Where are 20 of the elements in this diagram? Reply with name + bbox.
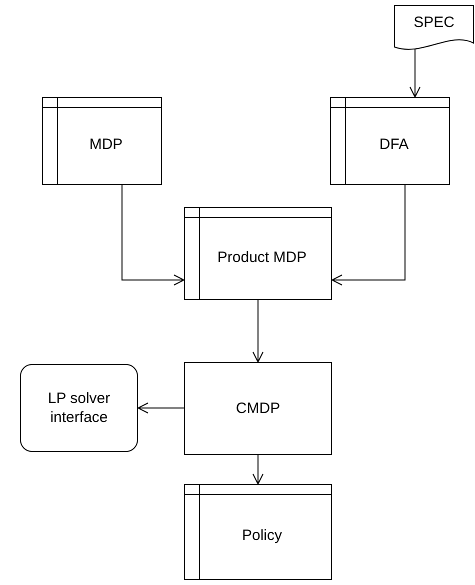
arrow bbox=[332, 184, 406, 286]
node-label: DFA bbox=[378, 135, 410, 155]
arrow bbox=[252, 454, 264, 484]
node-label: SPEC bbox=[412, 13, 456, 33]
node-label: CMDP bbox=[234, 398, 282, 418]
storage-box bbox=[330, 97, 450, 185]
rounded-box bbox=[20, 364, 138, 452]
storage-box bbox=[184, 207, 332, 300]
process-box bbox=[184, 362, 332, 455]
node-label: LP solver interface bbox=[46, 388, 112, 428]
arrow bbox=[410, 48, 420, 98]
arrow bbox=[138, 402, 184, 414]
node-label: Product MDP bbox=[216, 248, 308, 268]
node-label: MDP bbox=[88, 135, 124, 155]
storage-box bbox=[184, 484, 332, 580]
storage-box bbox=[42, 97, 162, 185]
arrow bbox=[122, 184, 184, 286]
node-label: Policy bbox=[240, 526, 283, 546]
document-shape bbox=[394, 5, 474, 53]
arrow bbox=[252, 300, 264, 362]
